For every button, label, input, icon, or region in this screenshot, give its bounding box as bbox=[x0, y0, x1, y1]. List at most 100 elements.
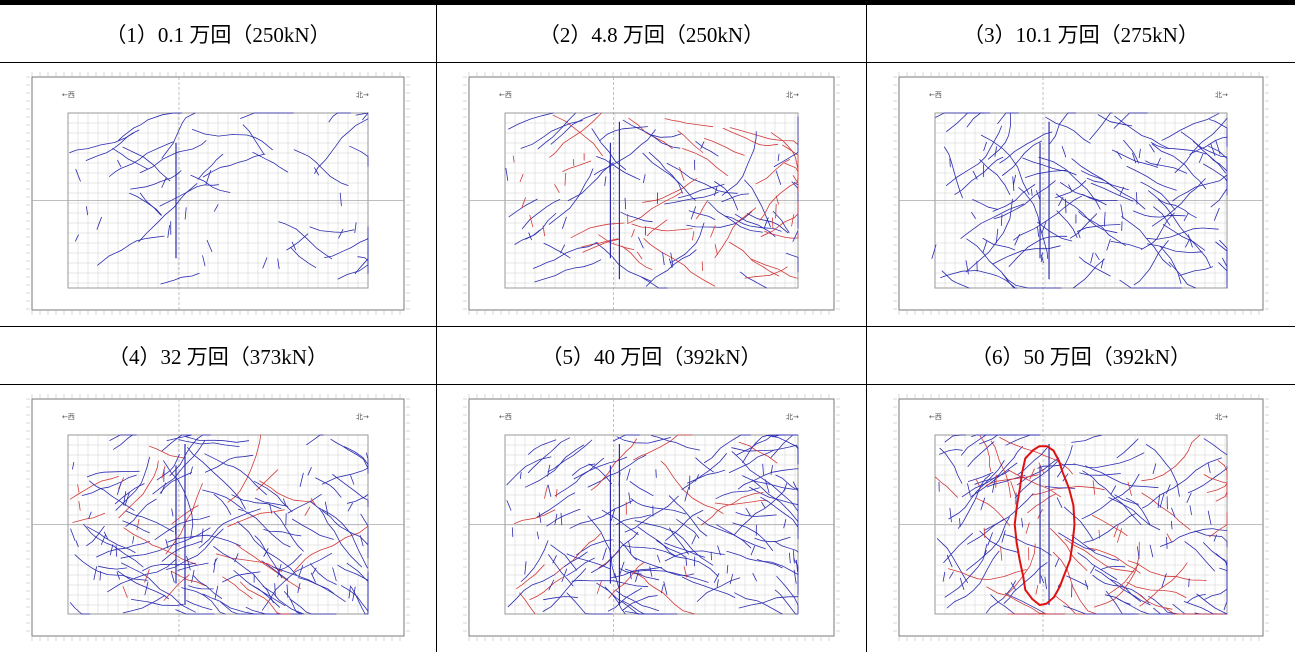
crack-line bbox=[310, 563, 337, 585]
crack-line bbox=[1184, 541, 1215, 572]
crack-line bbox=[86, 470, 140, 478]
crack-line bbox=[944, 550, 987, 598]
crack-line bbox=[677, 184, 725, 199]
crack-line bbox=[202, 153, 266, 178]
crack-link bbox=[1040, 254, 1044, 264]
crack-link bbox=[572, 159, 575, 166]
crack-line bbox=[549, 112, 602, 158]
crack-line bbox=[278, 221, 333, 260]
crack-link bbox=[78, 501, 81, 511]
spalling-outline bbox=[1013, 445, 1076, 607]
crack-line bbox=[1108, 497, 1161, 531]
crack-line bbox=[236, 544, 301, 590]
top-thick-rule bbox=[0, 0, 1295, 5]
crack-line bbox=[238, 508, 291, 548]
crack-line bbox=[1153, 206, 1171, 226]
crack-line bbox=[696, 577, 741, 602]
crack-line bbox=[1151, 178, 1206, 227]
crack-link bbox=[544, 485, 548, 499]
crack-link bbox=[352, 586, 356, 602]
crack-line bbox=[615, 514, 651, 526]
crack-link bbox=[1100, 258, 1104, 269]
crack-line bbox=[596, 156, 641, 181]
crack-link bbox=[775, 203, 777, 219]
crack-link bbox=[1152, 463, 1157, 474]
crack-line bbox=[227, 434, 262, 503]
crack-link bbox=[347, 502, 353, 512]
crack-line bbox=[646, 219, 668, 237]
crack-link bbox=[792, 549, 795, 564]
crack-line bbox=[714, 181, 739, 211]
crack-link bbox=[117, 482, 122, 495]
direction-label-right: 北→ bbox=[786, 91, 799, 99]
crack-line bbox=[1058, 532, 1096, 551]
crack-line bbox=[318, 507, 368, 569]
sheet-frame bbox=[898, 398, 1264, 637]
crack-line bbox=[1215, 241, 1228, 282]
crack-link bbox=[1136, 546, 1140, 560]
direction-label-right: 北→ bbox=[356, 413, 369, 421]
crack-link bbox=[282, 498, 287, 506]
crack-link bbox=[668, 258, 673, 269]
crack-line bbox=[576, 539, 613, 556]
crack-link bbox=[717, 545, 721, 556]
crack-line bbox=[1093, 541, 1140, 608]
crack-link bbox=[505, 167, 509, 181]
crack-line bbox=[161, 434, 193, 452]
crack-line bbox=[550, 112, 599, 145]
crack-link bbox=[1116, 528, 1123, 543]
crack-line bbox=[1089, 112, 1113, 140]
crack-link bbox=[642, 174, 646, 184]
crack-line bbox=[939, 447, 963, 484]
crack-line bbox=[186, 600, 213, 611]
crack-link bbox=[297, 582, 301, 594]
crack-line bbox=[736, 434, 785, 456]
crack-line bbox=[508, 198, 538, 218]
crack-line bbox=[622, 545, 652, 549]
crack-link bbox=[1065, 198, 1067, 214]
crack-link bbox=[684, 486, 690, 502]
crack-link bbox=[274, 583, 276, 597]
crack-line bbox=[289, 598, 337, 615]
crack-link bbox=[946, 554, 953, 568]
crack-line bbox=[1078, 211, 1126, 247]
crack-line bbox=[992, 184, 1036, 212]
crack-line bbox=[1150, 142, 1207, 155]
crack-line bbox=[69, 602, 91, 615]
crack-line bbox=[1119, 279, 1182, 289]
crack-line bbox=[731, 444, 798, 452]
crack-line bbox=[774, 589, 799, 615]
crack-line bbox=[83, 524, 144, 568]
crack-line bbox=[309, 500, 363, 568]
crack-line bbox=[756, 559, 783, 569]
crack-link bbox=[299, 472, 304, 487]
crack-link bbox=[277, 258, 280, 270]
crack-link bbox=[1098, 529, 1101, 539]
crack-line bbox=[1204, 581, 1228, 600]
crack-link bbox=[93, 566, 97, 581]
crack-line bbox=[160, 272, 200, 285]
crack-line bbox=[971, 434, 992, 437]
crack-line bbox=[222, 576, 253, 600]
crack-link bbox=[72, 461, 75, 470]
crack-link bbox=[519, 173, 524, 183]
row-divider bbox=[0, 384, 1295, 385]
crack-line bbox=[520, 120, 583, 149]
crack-line bbox=[1194, 530, 1228, 548]
crack-line bbox=[362, 112, 369, 121]
crack-line bbox=[999, 131, 1053, 164]
crack-line bbox=[1217, 460, 1228, 481]
crack-link bbox=[619, 561, 625, 576]
crack-line bbox=[1097, 114, 1133, 127]
crack-link bbox=[1113, 524, 1119, 538]
crack-line bbox=[961, 446, 1023, 498]
crack-line bbox=[204, 453, 267, 496]
crack-line bbox=[666, 163, 738, 194]
crack-line bbox=[328, 112, 351, 123]
crack-link bbox=[547, 464, 551, 477]
crack-line bbox=[631, 223, 693, 232]
crack-line bbox=[652, 547, 719, 577]
crack-link bbox=[710, 225, 716, 238]
crack-link bbox=[122, 586, 128, 598]
crack-line bbox=[514, 229, 541, 245]
